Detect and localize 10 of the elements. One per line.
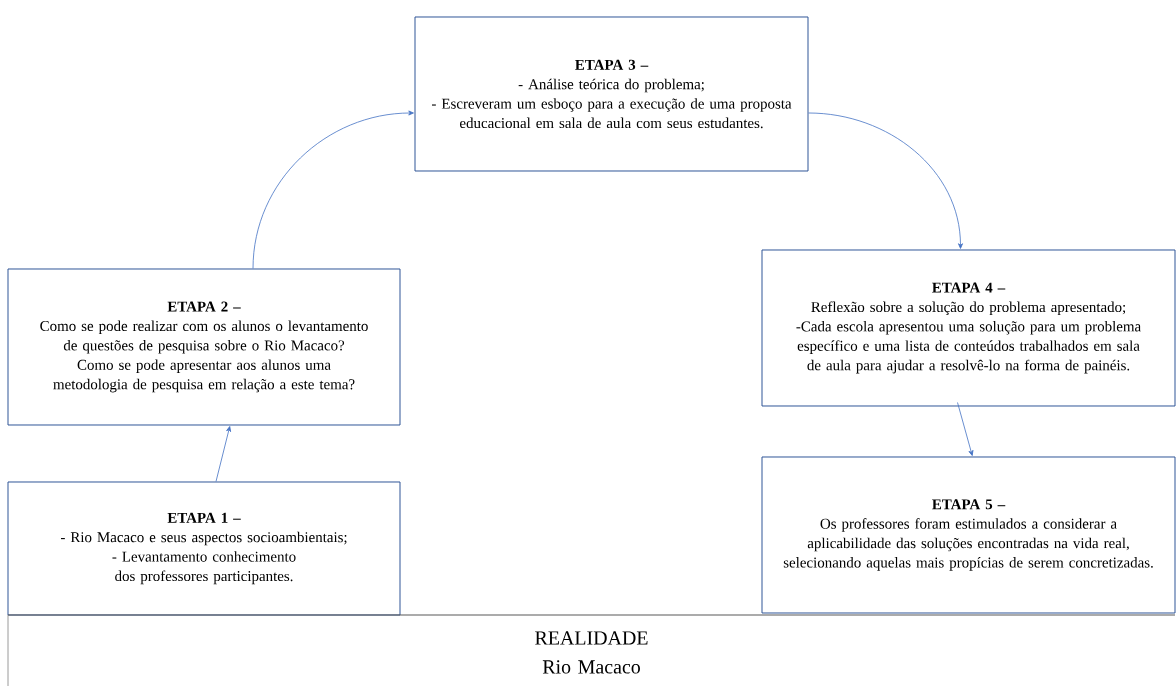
process-box: ETAPA 1 – - Rio Macaco e seus aspectos socioambientais; - Levantamento conhecimento dos professores participantes. [7, 481, 401, 616]
process-box: ETAPA 4 – Reflexão sobre a solução do problema apresentado; -Cada escola apresentou uma solução para um problema específico e uma lista de conteúdos trabalhados em sala de aula para ajudar a resolvê-lo na forma de painéis. [761, 249, 1176, 407]
process-box: ETAPA 5 – Os professores foram estimulados a considerar a aplicabilidade das soluções encontradas na vida real, selecionando aquelas mais propícias de serem concretizadas. [761, 456, 1176, 614]
process-box: ETAPA 3 – - Análise teórica do problema; - Escreveram um esboço para a execução de uma proposta educacional em sala de aula com seus estudantes. [414, 16, 809, 172]
arrow [808, 112, 963, 249]
arrow [215, 426, 231, 482]
reality-band: REALIDADE Rio Macaco [7, 614, 1176, 687]
process-box: ETAPA 2 – Como se pode realizar com os alunos o levantamento de questões de pesquisa sobre o Rio Macaco? Como se pode apresentar aos alunos uma metodologia de pesquisa em relação a este tema? [7, 268, 401, 426]
arrow [252, 110, 414, 269]
arrow [957, 402, 974, 456]
